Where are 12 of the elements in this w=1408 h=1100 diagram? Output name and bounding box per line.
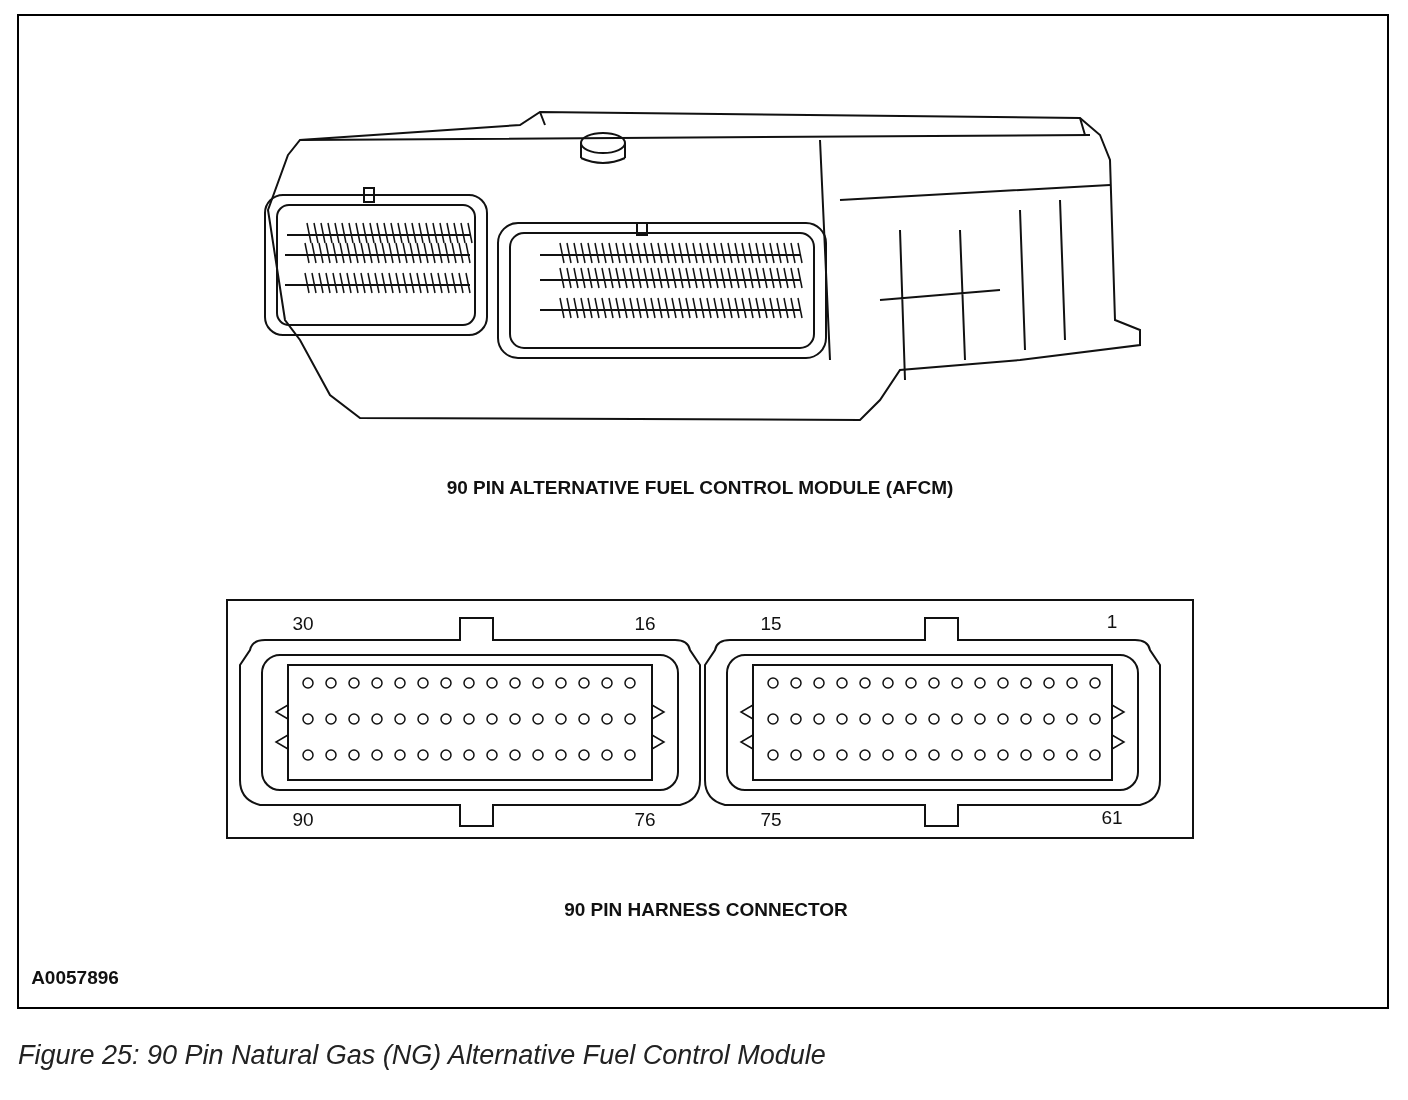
figure-caption: Figure 25: 90 Pin Natural Gas (NG) Alternative Fuel Control Module	[18, 1040, 826, 1071]
module-title: 90 PIN ALTERNATIVE FUEL CONTROL MODULE (AFCM)	[446, 477, 954, 499]
pin-number: 15	[760, 613, 782, 635]
connector-title: 90 PIN HARNESS CONNECTOR	[564, 899, 848, 921]
figure-code: A0057896	[31, 967, 119, 989]
pin-number: 76	[634, 809, 656, 831]
pin-number: 75	[760, 809, 782, 831]
pin-number: 1	[1106, 611, 1118, 633]
pin-number: 16	[634, 613, 656, 635]
pin-number: 90	[292, 809, 314, 831]
pin-number: 30	[292, 613, 314, 635]
pin-number: 61	[1101, 807, 1123, 829]
